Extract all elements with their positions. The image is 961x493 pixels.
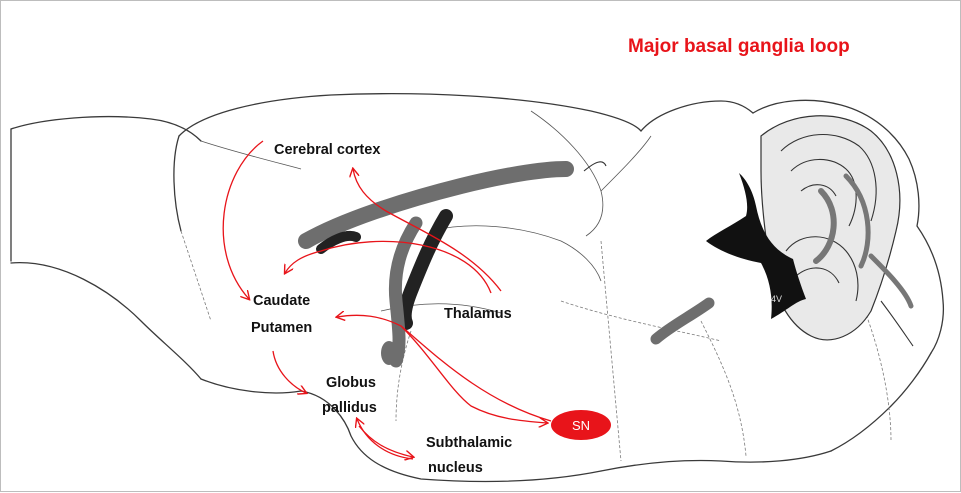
label-subthalamic: Subthalamic [426, 435, 512, 451]
white-matter-tracts [306, 162, 709, 365]
arrow-subthalamic-globus [357, 419, 413, 459]
arrow-thalamus-to-caudate [285, 241, 491, 293]
cerebellum [761, 116, 913, 346]
label-caudate: Caudate [253, 293, 310, 309]
label-globus: Globus [326, 375, 376, 391]
label-pallidus: pallidus [322, 400, 377, 416]
sn-node: SN [551, 410, 611, 440]
label-putamen: Putamen [251, 320, 312, 336]
arrow-caudate-to-globus [273, 351, 306, 393]
diagram-title: Major basal ganglia loop [628, 36, 850, 57]
label-nucleus: nucleus [428, 460, 483, 476]
arrow-caudate-to-sn [401, 326, 547, 423]
arrow-cortex-to-caudate [223, 141, 263, 299]
label-thalamus: Thalamus [444, 306, 512, 322]
label-cerebral-cortex: Cerebral cortex [274, 142, 380, 158]
arrow-globus-subthalamic [359, 426, 413, 457]
sn-label: SN [572, 418, 590, 433]
fourth-ventricle-label: 4V [771, 294, 782, 304]
